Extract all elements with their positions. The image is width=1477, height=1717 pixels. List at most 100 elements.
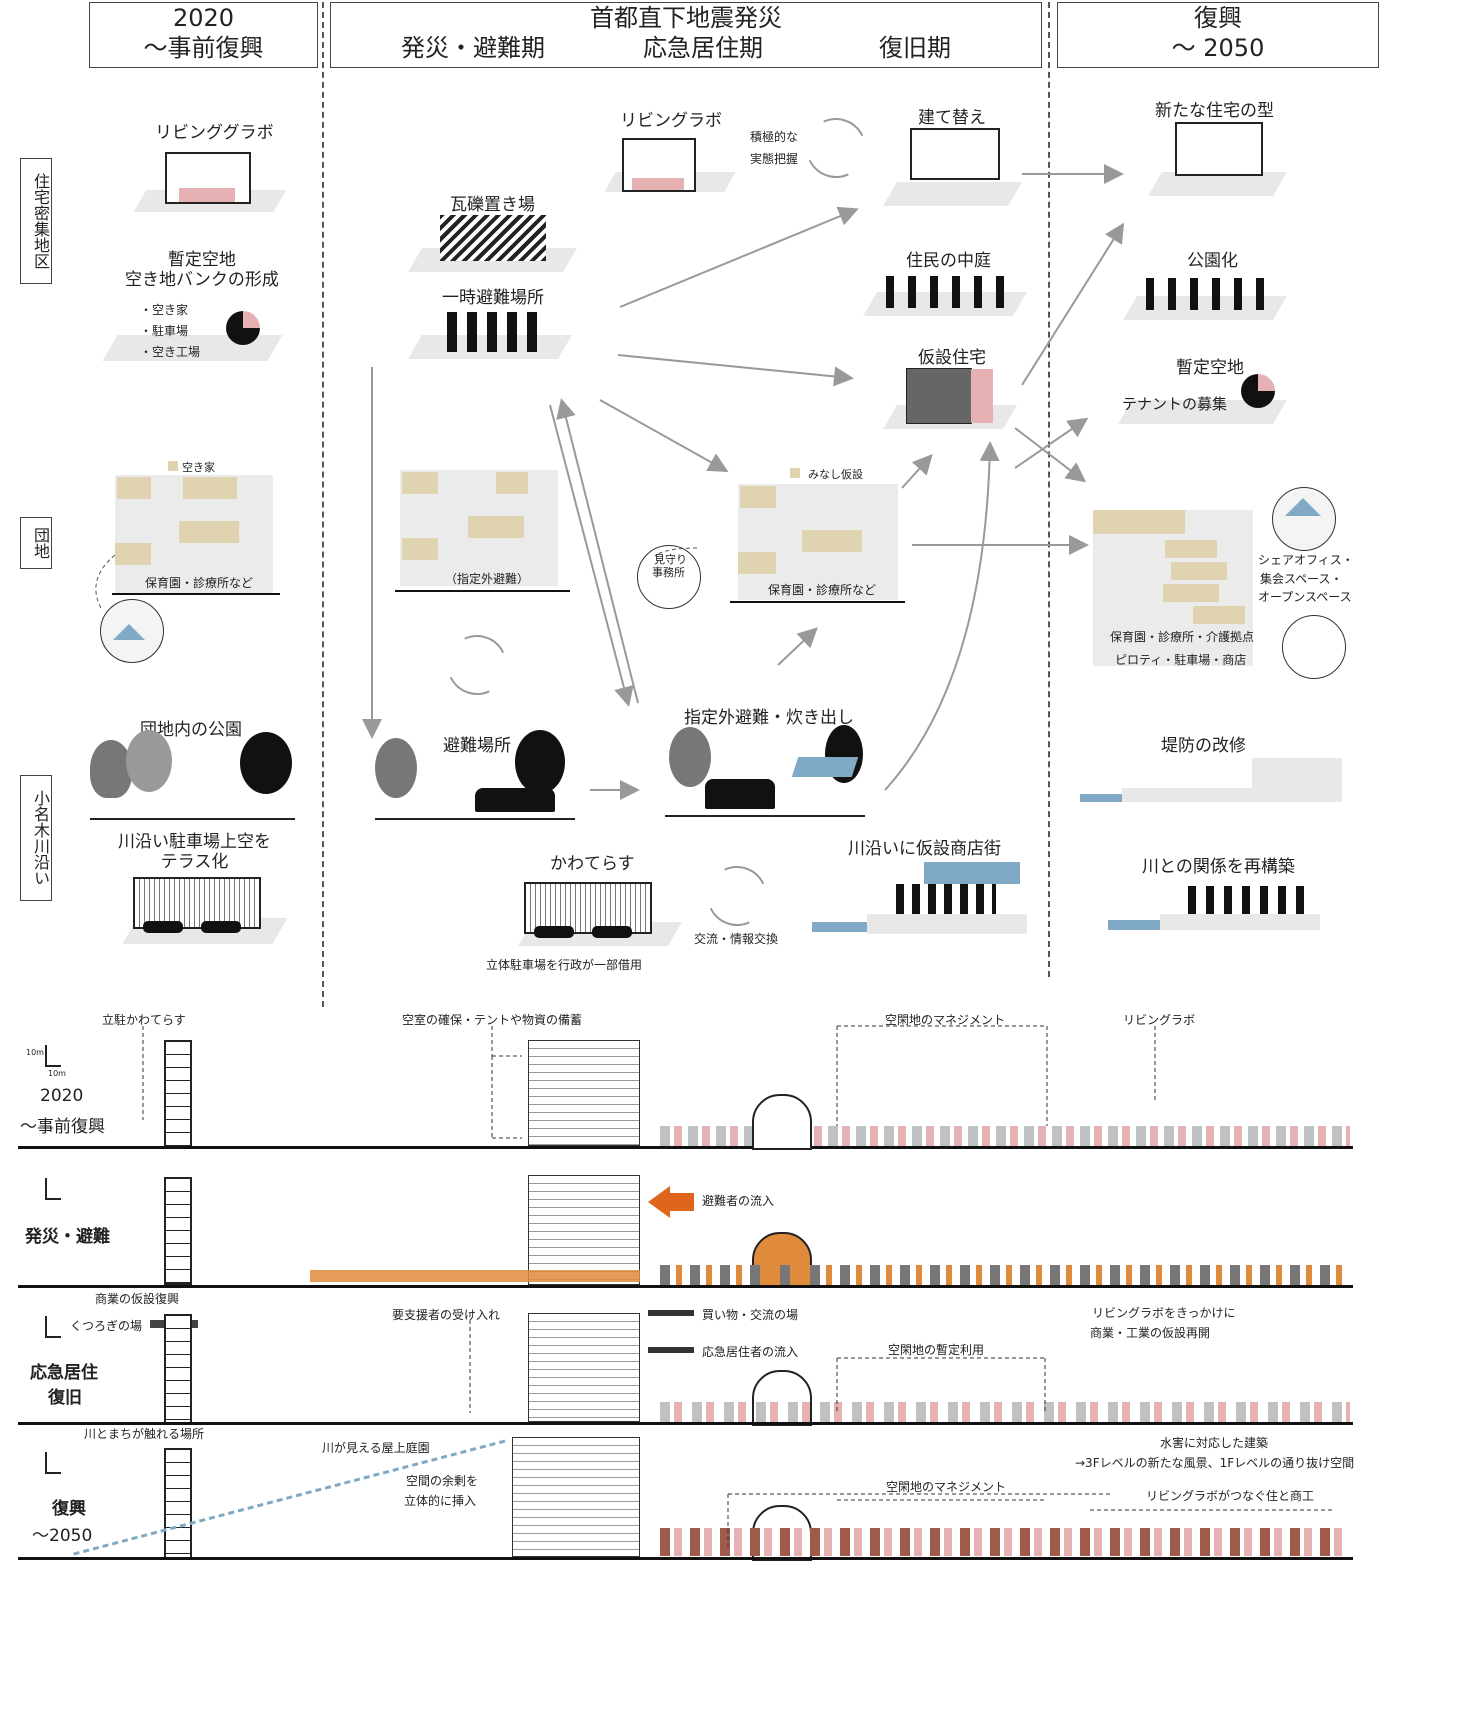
s4-label-2: ～2050 <box>32 1526 93 1546</box>
quake-danchi-ground-1 <box>395 590 570 592</box>
quake-cooking-title: 指定外避難・炊き出し <box>684 708 854 728</box>
s2-tower <box>164 1177 192 1285</box>
s3-label-1: 応急居住 <box>30 1363 98 1383</box>
pre-danchi-building <box>115 475 273 593</box>
flow-arrows <box>95 164 1125 800</box>
pre-danchi-ground <box>112 593 280 595</box>
post-danchi-building <box>1093 510 1253 666</box>
quake-rebuild-title: 建て替え <box>918 108 986 128</box>
quake-evac-people-icon <box>447 312 547 352</box>
post-new-type-title: 新たな住宅の型 <box>1155 101 1274 121</box>
pre-vacant-item-1: ・空き家 <box>140 303 189 317</box>
quake-rubble-title: 瓦礫置き場 <box>450 195 535 215</box>
quake-mimamori-circle <box>637 545 701 609</box>
quake-danchi-building-1 <box>400 470 558 586</box>
quake-cooking-scene <box>665 725 865 817</box>
divider-right <box>1048 2 1050 977</box>
header-quake-title: 首都直下地震発災 <box>590 4 782 32</box>
s3-houses-icon <box>660 1402 1350 1422</box>
quake-survey-2: 実態把握 <box>750 152 799 166</box>
s3-note-livinglab-2: 商業・工業の仮設再開 <box>1090 1326 1211 1340</box>
quake-temp-housing-title: 仮設住宅 <box>918 348 986 368</box>
pre-living-lab-title: リビンググラボ <box>155 123 274 143</box>
s3-note-livinglab-1: リビングラボをきっかけに <box>1092 1306 1236 1320</box>
s4-note-flood-2: →3Fレベルの新たな風景、1Fレベルの通り抜け空間 <box>1075 1456 1355 1470</box>
s3-shopping-arrow-icon <box>648 1310 694 1316</box>
header-recovery: 復興 ～ 2050 <box>1057 2 1379 68</box>
s1-danchi-slab <box>528 1040 640 1146</box>
s2-evacuee-arrow-shaft <box>670 1193 694 1211</box>
pre-terrace-title-1: 川沿い駐車場上空を <box>118 832 271 852</box>
pre-danchi-circle-icon <box>100 599 164 663</box>
s2-houses-icon <box>660 1265 1350 1285</box>
post-share-2: 集会スペース・ <box>1260 572 1343 586</box>
s4-note-surplus-2: 立体的に挿入 <box>404 1494 477 1508</box>
s3-scale <box>45 1316 61 1338</box>
s3-note-support: 要支援者の受け入れ <box>392 1308 501 1322</box>
header-recovery-period: ～ 2050 <box>1171 34 1265 62</box>
pre-akiya-legend: 空き家 <box>182 461 215 474</box>
phase-emergency: 応急居住期 <box>643 34 763 62</box>
quake-living-lab-house <box>622 138 696 192</box>
pre-terrace-title-2: テラス化 <box>160 852 229 872</box>
quake-survey-1: 積極的な <box>750 130 799 144</box>
post-river-scene <box>1108 880 1320 930</box>
quake-evac-site-title: 避難場所 <box>443 736 511 756</box>
s1-scale-h: 10m <box>48 1069 66 1078</box>
quake-shitei-gai-caption: （指定外避難） <box>445 572 530 586</box>
post-vacant-pie-icon <box>1241 374 1275 408</box>
section-dashed-lines <box>69 1025 1335 1557</box>
s4-label-1: 復興 <box>52 1499 86 1519</box>
s4-note-roof-garden: 川が見える屋上庭園 <box>322 1441 430 1455</box>
s4-danchi-slab <box>512 1437 640 1557</box>
header-pre: 2020 ～事前復興 <box>89 2 318 68</box>
pre-vacant-title-2: 空き地バンクの形成 <box>125 270 279 290</box>
s2-note-evacuee: 避難者の流入 <box>702 1194 775 1208</box>
post-levee-title: 堤防の改修 <box>1161 736 1246 756</box>
post-share-1: シェアオフィス・ <box>1258 553 1354 567</box>
header-quake: 首都直下地震発災 発災・避難期 応急居住期 復旧期 <box>330 2 1042 68</box>
s1-warehouse <box>752 1094 812 1150</box>
quake-mimamori-2: 事務所 <box>652 566 685 579</box>
post-circle-icon-1 <box>1272 487 1336 551</box>
s1-label-year: 2020 <box>40 1086 84 1106</box>
pre-park-trees-icon <box>90 730 295 822</box>
s3-note-shopping: 買い物・交流の場 <box>702 1308 799 1322</box>
s2-orange-band <box>310 1270 640 1282</box>
post-share-3: オープンスペース <box>1258 590 1352 604</box>
row-label-dense: 住宅密集地区 <box>20 158 52 284</box>
row-label-danchi: 団地 <box>20 517 52 569</box>
pre-vacant-title-1: 暫定空地 <box>167 250 236 270</box>
s4-scale <box>45 1452 61 1474</box>
s1-note-management: 空閑地のマネジメント <box>885 1013 1006 1027</box>
quake-minashi-legend: みなし仮設 <box>808 468 863 481</box>
pre-vacant-title: 暫定空地 空き地バンクの形成 <box>125 250 279 290</box>
quake-courtyard-people-icon <box>886 276 1006 308</box>
s1-scale-v: 10m <box>26 1048 44 1057</box>
pre-vacant-item-2: ・駐車場 <box>140 324 189 338</box>
quake-temp-housing-house <box>906 368 993 424</box>
quake-kawaterasu-caption: 立体駐車場を行政が一部借用 <box>486 958 643 972</box>
s4-note-river-town: 川とまちが触れる場所 <box>84 1427 205 1441</box>
s1-ground <box>18 1146 1353 1149</box>
s4-note-management: 空閑地のマネジメント <box>886 1480 1007 1494</box>
post-tenant-caption: テナントの募集 <box>1122 395 1228 413</box>
s2-ground <box>18 1285 1353 1288</box>
quake-temp-shops-title: 川沿いに仮設商店街 <box>848 839 1001 859</box>
divider-left <box>322 2 324 1007</box>
quake-danchi-ground-2 <box>730 601 905 603</box>
s2-evacuee-arrow-icon <box>648 1186 670 1218</box>
pre-danchi-caption: 保育園・診療所など <box>145 576 254 590</box>
phase-evac: 発災・避難期 <box>401 34 545 62</box>
s3-note-inflow: 応急居住者の流入 <box>702 1345 799 1359</box>
s1-houses-icon <box>660 1126 1350 1146</box>
row-label-river: 小名木川沿い <box>20 775 52 901</box>
pre-living-lab-house <box>165 152 251 204</box>
s4-note-livinglab: リビングラボがつなぐ住と商工 <box>1146 1489 1315 1503</box>
post-circle-icon-2 <box>1282 615 1346 679</box>
header-recovery-title: 復興 <box>1194 4 1242 32</box>
post-vacant-title: 暫定空地 <box>1176 358 1244 378</box>
phase-restore: 復旧期 <box>879 34 951 62</box>
s2-scale <box>45 1178 61 1200</box>
s3-inflow-arrow-icon <box>648 1347 694 1353</box>
